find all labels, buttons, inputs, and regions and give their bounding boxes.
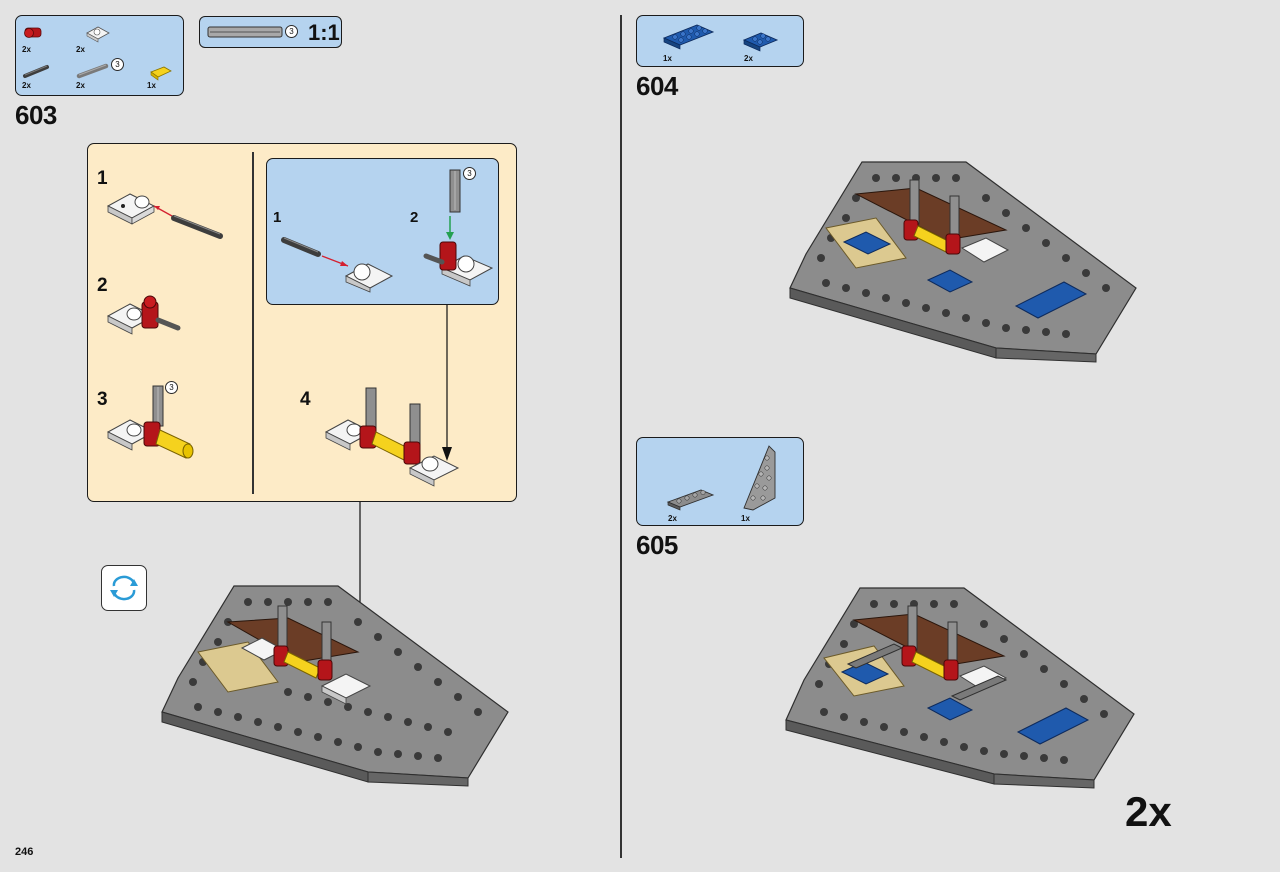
part-qty: 2x — [744, 54, 753, 63]
substep-3-illustration — [106, 385, 194, 459]
blue-plate-2x2-icon — [742, 32, 779, 52]
callout-divider — [252, 152, 254, 494]
rotate-model-indicator — [101, 565, 147, 611]
part-qty: 2x — [22, 81, 31, 90]
part-qty: 1x — [663, 54, 672, 63]
model-assembly-603 — [161, 585, 509, 787]
scale-length-badge: 3 — [285, 25, 298, 38]
substep-number: 3 — [97, 389, 108, 410]
inner-substep-1-illustration — [281, 237, 394, 293]
rotate-icon — [110, 575, 138, 601]
step-number-604: 604 — [636, 71, 678, 101]
red-connector-icon — [24, 27, 42, 38]
substep-1-illustration — [106, 193, 223, 239]
callout-connector-arrow — [442, 305, 452, 461]
substep-4-illustration — [324, 387, 460, 487]
axle-scale-icon — [207, 26, 283, 38]
substep-number: 2 — [410, 209, 419, 226]
part-qty: 1x — [741, 514, 750, 523]
scale-ratio: 1:1 — [308, 20, 340, 45]
parts-box-604: 1x 2x — [636, 15, 804, 67]
build-multiplier: 2x — [1125, 788, 1172, 835]
gray-wedge-plate-icon — [743, 445, 776, 511]
part-qty: 2x — [668, 514, 677, 523]
substep-number: 1 — [273, 209, 282, 226]
model-assembly-604 — [789, 161, 1137, 363]
parts-box-603: 2x 2x 2x 3 2x 1x — [15, 15, 184, 96]
axle-length-badge: 3 — [165, 381, 178, 394]
gray-axle-icon — [76, 63, 109, 79]
axle-length-badge: 3 — [463, 167, 476, 180]
parts-box-605: 2x 1x — [636, 437, 804, 526]
part-qty: 2x — [76, 45, 85, 54]
model-assembly-605 — [785, 587, 1135, 789]
page-spread-divider — [620, 15, 622, 858]
part-qty: 2x — [76, 81, 85, 90]
substep-number: 4 — [300, 389, 311, 410]
step-number-605: 605 — [636, 530, 678, 560]
dark-bar-icon — [23, 65, 49, 78]
substep-number: 1 — [97, 168, 108, 189]
page-number: 246 — [15, 846, 34, 858]
blue-plate-2x4-icon — [662, 24, 715, 50]
substep-2-illustration — [106, 295, 181, 335]
white-plate-clip-icon — [86, 26, 110, 43]
step-number-603: 603 — [15, 100, 57, 130]
yellow-cylinder-icon — [150, 66, 172, 81]
inner-substep-2-illustration — [423, 169, 494, 287]
substep-number: 2 — [97, 275, 108, 296]
scale-indicator: 3 1:1 — [199, 16, 342, 48]
axle-length-badge: 3 — [111, 58, 124, 71]
gray-plate-1x4-icon — [666, 489, 715, 511]
part-qty: 1x — [147, 81, 156, 90]
part-qty: 2x — [22, 45, 31, 54]
